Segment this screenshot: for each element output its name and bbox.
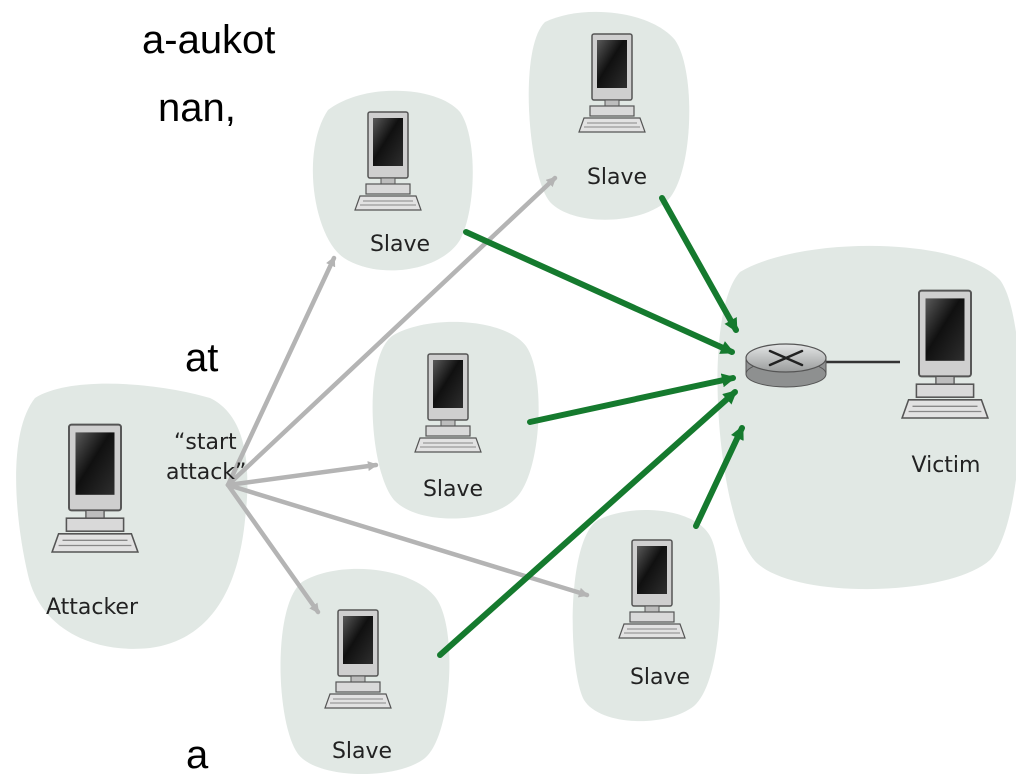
slide-text-fragment-3: at xyxy=(185,336,219,380)
command-arrow-to-slave-3 xyxy=(225,461,379,488)
slave-1-label: Slave xyxy=(370,232,430,257)
command-arrow-to-slave-1 xyxy=(225,255,337,488)
command-arrow-to-slave-4 xyxy=(225,482,321,615)
attack-arrow-from-slave-1 xyxy=(463,229,735,355)
slide-text-fragment-4: a xyxy=(186,733,209,777)
attack-arrow-from-slave-2 xyxy=(659,195,739,333)
command-label-line2: attack” xyxy=(166,460,246,485)
victim-label: Victim xyxy=(912,453,981,478)
attack-arrow-from-slave-4 xyxy=(437,389,738,658)
slide-text-fragment-1: a-aukot xyxy=(142,18,276,62)
attack-arrow-from-slave-3 xyxy=(527,373,736,425)
slave-3-label: Slave xyxy=(423,477,483,502)
slave-5-label: Slave xyxy=(630,665,690,690)
command-label-line1: “start xyxy=(174,430,237,455)
slide-text-fragment-2: nan, xyxy=(158,86,236,130)
attacker-label: Attacker xyxy=(46,595,139,620)
command-arrow-to-slave-2 xyxy=(225,175,558,488)
attack-arrow-from-slave-5 xyxy=(693,425,745,529)
slave-4-label: Slave xyxy=(332,739,392,764)
router-icon xyxy=(745,343,827,388)
slave-2-label: Slave xyxy=(587,165,647,190)
